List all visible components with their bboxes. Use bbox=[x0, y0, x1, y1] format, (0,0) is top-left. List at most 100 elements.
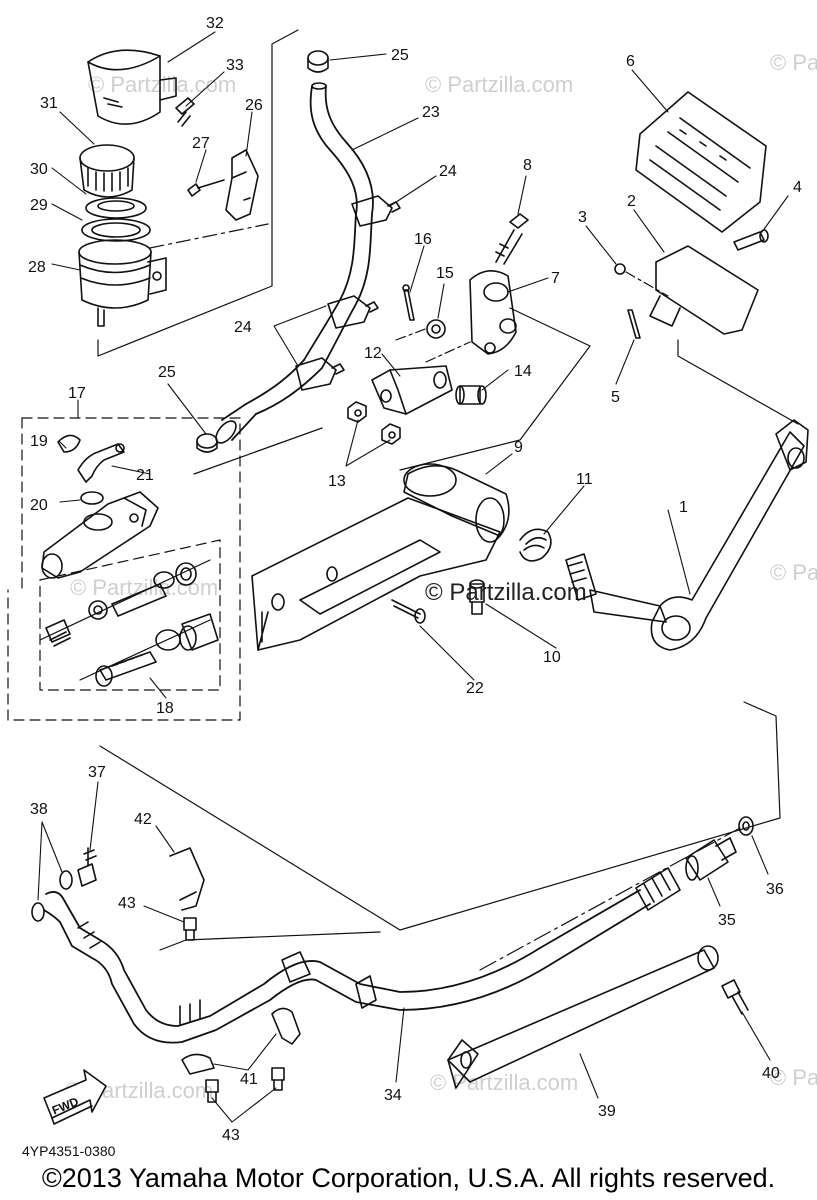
joint-7 bbox=[469, 270, 517, 355]
callout-37: 37 bbox=[88, 764, 106, 781]
bolt-27 bbox=[187, 179, 225, 197]
callout-31: 31 bbox=[40, 95, 58, 112]
watermark: © Partzilla.com bbox=[88, 72, 236, 97]
callout-24-lower: 24 bbox=[234, 319, 252, 336]
fitting-35 bbox=[685, 837, 737, 881]
watermark: © Partzilla.com bbox=[770, 1065, 817, 1090]
callout-23: 23 bbox=[422, 104, 440, 121]
callout-7: 7 bbox=[551, 270, 560, 287]
bolt-10 bbox=[469, 579, 485, 615]
plate-30 bbox=[85, 197, 147, 219]
clip-25-top bbox=[307, 50, 329, 73]
diagram-code: 4YP4351-0380 bbox=[22, 1143, 116, 1159]
callout-9: 9 bbox=[514, 439, 523, 456]
bolt-43-upper bbox=[183, 917, 197, 941]
callout-35: 35 bbox=[718, 912, 736, 929]
washer-36 bbox=[738, 816, 754, 836]
callout-33: 33 bbox=[226, 57, 244, 74]
callout-16: 16 bbox=[414, 231, 432, 248]
watermark: © Partzilla.com bbox=[770, 560, 817, 585]
reservoir-cap-32 bbox=[87, 49, 177, 125]
cotter-pin-16 bbox=[402, 284, 415, 321]
brake-hose-34 bbox=[43, 867, 681, 1044]
washer-15 bbox=[426, 319, 446, 339]
callout-1: 1 bbox=[679, 499, 688, 516]
bolt-33 bbox=[175, 97, 195, 127]
callout-20: 20 bbox=[30, 497, 48, 514]
callout-36: 36 bbox=[766, 881, 784, 898]
rod-39 bbox=[447, 945, 719, 1089]
bolt-40 bbox=[721, 979, 749, 1015]
callout-39: 39 bbox=[598, 1103, 616, 1120]
nut-13 bbox=[347, 401, 401, 445]
callout-40: 40 bbox=[762, 1065, 780, 1082]
callout-25-upper: 25 bbox=[391, 47, 409, 64]
clamp-42 bbox=[169, 847, 205, 911]
pedal-arm-2 bbox=[649, 245, 759, 335]
clip-25-lower bbox=[196, 433, 218, 453]
watermark: © Partzilla.com bbox=[70, 575, 218, 600]
dashed-group-17 bbox=[7, 417, 241, 721]
bolt-22 bbox=[391, 599, 426, 624]
bolt-4 bbox=[733, 229, 769, 251]
callout-30: 30 bbox=[30, 161, 48, 178]
cotter-5 bbox=[627, 309, 641, 339]
callout-22: 22 bbox=[466, 680, 484, 697]
callout-32: 32 bbox=[206, 15, 224, 32]
callout-27: 27 bbox=[192, 135, 210, 152]
callout-15: 15 bbox=[436, 265, 454, 282]
callout-43-lower: 43 bbox=[222, 1127, 240, 1144]
callout-24-upper: 24 bbox=[439, 163, 457, 180]
watermark: © Partzilla.com bbox=[770, 50, 817, 75]
clamp-24-upper bbox=[351, 195, 401, 227]
callout-21: 21 bbox=[136, 467, 154, 484]
callout-10: 10 bbox=[543, 649, 561, 666]
callout-29: 29 bbox=[30, 197, 48, 214]
callout-11: 11 bbox=[576, 471, 593, 488]
spring-11 bbox=[519, 528, 552, 562]
brake-pedal-1 bbox=[565, 419, 809, 651]
bolt-8 bbox=[495, 213, 529, 265]
callout-41: 41 bbox=[240, 1071, 258, 1088]
bolt-37 bbox=[77, 847, 97, 887]
callout-18: 18 bbox=[156, 700, 174, 717]
master-cylinder-body bbox=[41, 491, 159, 579]
callout-2: 2 bbox=[627, 193, 636, 210]
clevis-12 bbox=[371, 365, 453, 415]
dashed-group-18 bbox=[39, 539, 221, 691]
bolts-43-lower bbox=[205, 1067, 285, 1103]
washers-38 bbox=[31, 870, 73, 922]
callout-28: 28 bbox=[28, 259, 46, 276]
hose-23 bbox=[215, 82, 374, 444]
reservoir-tank-28 bbox=[78, 239, 167, 327]
callout-42: 42 bbox=[134, 811, 152, 828]
reservoir-diaphragm-31 bbox=[79, 144, 135, 198]
clip-19 bbox=[57, 434, 81, 453]
callout-25-lower: 25 bbox=[158, 364, 176, 381]
copyright-notice: ©2013 Yamaha Motor Corporation, U.S.A. A… bbox=[41, 1163, 776, 1193]
callout-34: 34 bbox=[384, 1087, 402, 1104]
callout-19: 19 bbox=[30, 433, 48, 450]
bracket-26 bbox=[225, 149, 259, 221]
callout-6: 6 bbox=[626, 53, 635, 70]
union-bolt-21 bbox=[77, 443, 125, 483]
clamp-24-lower bbox=[295, 357, 345, 391]
watermark-center: © Partzilla.com bbox=[425, 579, 587, 606]
callout-13: 13 bbox=[328, 473, 346, 490]
pedal-pad-6 bbox=[635, 91, 767, 233]
watermark: © Partzilla.com bbox=[425, 72, 573, 97]
callout-5: 5 bbox=[611, 389, 620, 406]
o-ring-20 bbox=[80, 491, 104, 505]
callout-14: 14 bbox=[514, 363, 532, 380]
callout-4: 4 bbox=[793, 179, 802, 196]
callout-8: 8 bbox=[523, 157, 532, 174]
callout-12: 12 bbox=[364, 345, 382, 362]
pedal-bracket-9 bbox=[251, 463, 510, 651]
clamp-24-mid bbox=[327, 295, 379, 329]
piston-kit bbox=[45, 562, 219, 687]
callout-38: 38 bbox=[30, 801, 48, 818]
callout-43-upper: 43 bbox=[118, 895, 136, 912]
callout-17: 17 bbox=[68, 385, 86, 402]
